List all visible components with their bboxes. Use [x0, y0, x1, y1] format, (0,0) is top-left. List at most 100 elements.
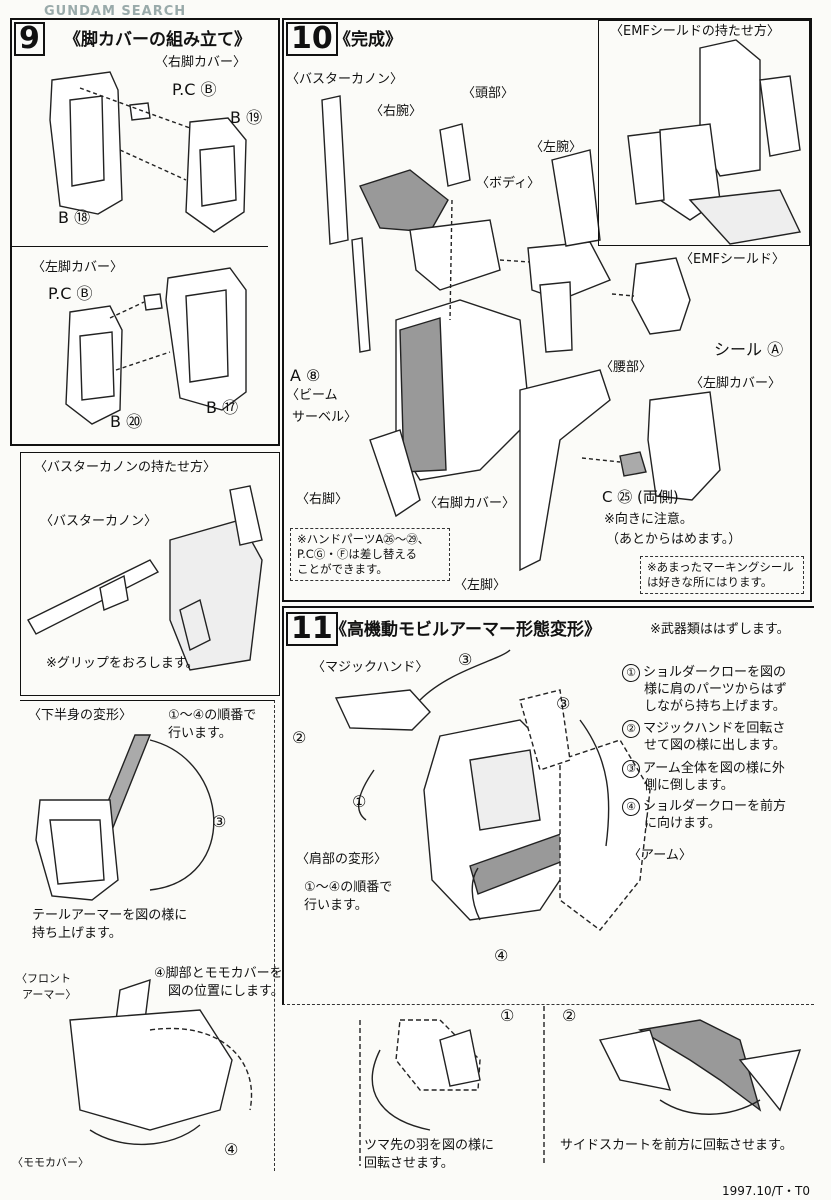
shoulder-step2-marker: ② [292, 728, 307, 747]
step-text-line: しながら持ち上げます。 [644, 698, 786, 714]
legs-thigh-note-line2: 図の位置にします。 [168, 984, 284, 999]
step-number-badge: ③ [622, 760, 640, 778]
shoulder-step1-marker: ① [352, 792, 367, 811]
step11-panel-border [282, 606, 814, 1005]
step-number-badge: ① [622, 664, 640, 682]
lower-body-transform-illustration [35, 734, 253, 1146]
left-leg-cover-part-b20-illustration [65, 305, 123, 425]
lower-body-panel-border [20, 700, 275, 1171]
step9-divider [10, 246, 268, 247]
watermark-text: GUNDAM SEARCH [44, 4, 187, 19]
shoulder-order-line1: ①～④の順番で [304, 880, 393, 895]
side-skirt-rotation-illustration [598, 1019, 802, 1115]
label-left-leg: 〈左脚〉 [454, 578, 507, 593]
label-buster-cannon: 〈バスターカノン〉 [286, 72, 404, 87]
toe-wing-rotation-illustration [371, 1019, 481, 1131]
hand-note-line1: ※ハンドパーツA㉖～㉙、 [297, 532, 430, 546]
step9-number: 9 [14, 22, 45, 56]
buster-cannon-label: 〈バスターカノン〉 [40, 514, 158, 529]
hand-note-line2: P.CⒼ・Ⓕは差し替える [297, 546, 417, 561]
step-text-line: ショルダークローを図の [643, 665, 787, 680]
thigh-cover-label: 〈モモカバー〉 [12, 1156, 89, 1169]
right-b18-label: B ⑱ [58, 208, 91, 227]
label-emf-shield: 〈EMFシールド〉 [680, 252, 785, 267]
label-a8: A ⑧ [290, 366, 321, 385]
label-c25: C ㉕ (両側) [602, 488, 679, 506]
step-text-line: 側に倒します。 [644, 778, 734, 793]
toe-wing-note-line1: ツマ先の羽を図の様に [364, 1138, 495, 1153]
shoulder-order-line2: 行います。 [304, 898, 368, 913]
buster-holding-heading: 〈バスターカノンの持たせ方〉 [34, 460, 217, 475]
completed-robot-illustration [321, 95, 721, 572]
hand-note-line3: ことができます。 [297, 561, 388, 576]
step10-panel [282, 18, 812, 602]
label-left-arm: 〈左腕〉 [530, 140, 583, 155]
left-pc-b-label: P.C Ⓑ [48, 284, 93, 303]
step-text-line: アーム全体を図の様に外 [643, 761, 785, 776]
shoulder-step3-top-marker: ③ [458, 650, 473, 669]
shoulder-transform-illustration [334, 649, 651, 931]
step-number-badge: ② [622, 720, 640, 738]
left-leg-cover-heading: 〈左脚カバー〉 [32, 260, 124, 275]
grip-note: ※グリップをおろします。 [46, 656, 199, 671]
lower-body-heading: 〈下半身の変形〉 [28, 708, 133, 723]
skirt-panel-marker: ② [562, 1006, 577, 1025]
front-armor-label-line1: 〈フロント [16, 972, 71, 985]
label-seal-a: シール Ⓐ [714, 340, 784, 359]
shoulder-step3-right-marker: ③ [556, 694, 571, 713]
lower-step3-marker: ③ [212, 812, 227, 831]
step9-panel [10, 18, 280, 446]
lower-order-line2: 行います。 [168, 726, 232, 741]
magic-hand-label: 〈マジックハンド〉 [312, 660, 429, 675]
label-left-leg-cover: 〈左脚カバー〉 [690, 376, 782, 391]
toe-wing-note-line2: 回転させます。 [364, 1156, 454, 1171]
emf-holding-heading: 〈EMFシールドの持たせ方〉 [610, 24, 780, 39]
marking-note-line1: ※あまったマーキングシール [647, 560, 794, 574]
buster-cannon-panel [20, 452, 280, 696]
tail-armor-note-line2: 持ち上げます。 [32, 926, 122, 941]
step-text-line: マジックハンドを回転さ [643, 721, 786, 736]
right-b19-label: B ⑲ [230, 108, 263, 127]
front-armor-label-line2: アーマー〉 [22, 988, 77, 1001]
step-text-line: に向けます。 [644, 816, 721, 831]
step11-title: 《高機動モビルアーマー形態変形》 [330, 620, 601, 640]
shoulder-step4-marker: ④ [494, 946, 509, 965]
label-waist: 〈腰部〉 [600, 360, 653, 375]
label-head: 〈頭部〉 [462, 86, 515, 101]
lower-order-line1: ①～④の順番で [168, 708, 257, 723]
buster-cannon-holding-illustration [27, 485, 263, 671]
left-b20-label: B ⑳ [110, 412, 143, 431]
label-right-arm: 〈右腕〉 [370, 104, 423, 119]
step9-title: 《脚カバーの組み立て》 [64, 30, 251, 50]
right-leg-cover-heading: 〈右脚カバー〉 [155, 55, 247, 70]
step10-title: 《完成》 [334, 30, 402, 50]
step-text-line: 様に肩のパーツからはず [644, 682, 787, 697]
weapons-removed-note: ※武器類ははずします。 [650, 622, 790, 637]
marking-note-line2: は好きな所にはります。 [647, 574, 773, 589]
step10-number: 10 [286, 22, 338, 56]
label-right-leg: 〈右脚〉 [296, 492, 349, 507]
emf-shield-inset [598, 20, 810, 246]
print-date-code: 1997.10/T・T0 [722, 1184, 810, 1198]
left-leg-cover-part-b17-illustration [143, 267, 247, 411]
hand-parts-note: ※ハンドパーツA㉖～㉙、 P.CⒼ・Ⓕは差し替える ことができます。 [290, 528, 450, 581]
step-number-badge: ④ [622, 798, 640, 816]
label-direction-note-1: ※向きに注意。 [604, 512, 693, 527]
step-text-line: せて図の様に出します。 [644, 738, 786, 753]
side-skirt-note: サイドスカートを前方に回転させます。 [560, 1138, 793, 1153]
right-pc-b-label: P.C Ⓑ [172, 80, 217, 99]
right-leg-cover-part-b18-illustration [49, 71, 151, 215]
label-direction-note-2: （あとからはめます。） [606, 532, 742, 547]
toe-panel-marker: ① [500, 1006, 515, 1025]
right-leg-cover-part-b19-illustration [185, 117, 247, 233]
shoulder-heading: 〈肩部の変形〉 [296, 852, 388, 867]
tail-armor-note-line1: テールアーマーを図の様に [32, 908, 188, 923]
label-beam-saber-line1: 〈ビーム [286, 388, 338, 403]
emf-shield-holding-illustration [627, 39, 802, 245]
label-body: 〈ボディ〉 [476, 176, 541, 191]
